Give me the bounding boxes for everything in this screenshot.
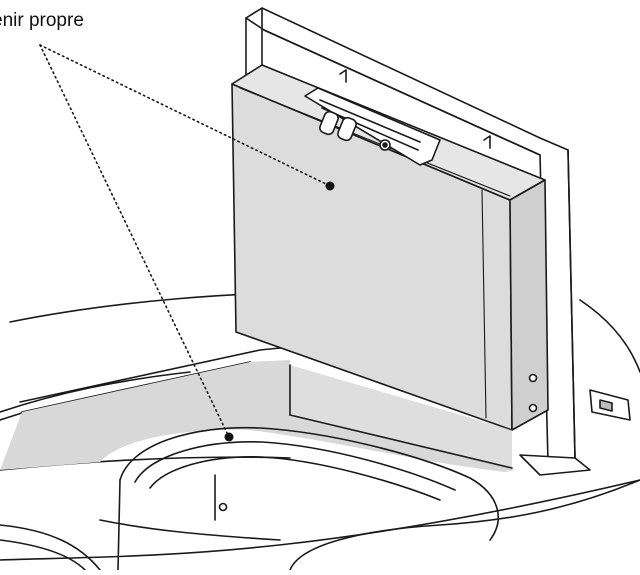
lid-shadow-bottom — [289, 414, 513, 469]
leader-line-to-lid — [39, 44, 329, 186]
callout-label: enir propre — [0, 10, 84, 31]
hinge-knuckle-2 — [337, 116, 357, 142]
lid-inner-surface-marker — [325, 181, 335, 191]
basin-floor-curve — [99, 519, 281, 541]
frame-pin-right — [483, 135, 491, 149]
lid-side-face — [509, 179, 549, 431]
lid-shadow — [290, 365, 512, 470]
housing-right-curve — [579, 299, 640, 373]
basin-wall-left — [117, 479, 121, 571]
tub-rim-left — [0, 411, 26, 421]
housing-outer-curve-lower — [0, 371, 191, 413]
basin-rim-marker — [224, 432, 234, 442]
housing-front-edge — [0, 479, 640, 561]
housing-right-lip — [289, 479, 640, 571]
lid-bevel-line — [481, 189, 487, 419]
lid-top-bevel — [239, 87, 511, 197]
hinge-frame-top-edge — [263, 29, 541, 156]
hinge-bar — [319, 99, 421, 143]
basin-opening-inner2 — [149, 456, 441, 501]
housing-front-lip2 — [0, 539, 86, 571]
hinge-screw-inner — [382, 142, 388, 148]
lid-bolt-upper — [528, 373, 538, 383]
hinge-bar2 — [321, 107, 419, 151]
basin-opening-inner — [134, 441, 456, 491]
side-panel-button — [599, 399, 613, 412]
basin-screw — [218, 502, 228, 512]
basin-opening — [119, 426, 499, 541]
housing-front-lip — [0, 524, 101, 571]
frame-pin-left — [339, 69, 347, 83]
leader-line-to-basin — [39, 44, 229, 436]
tub-inner-shadow — [0, 360, 515, 472]
hinge-knuckle-1 — [319, 110, 339, 136]
lid-bolt-lower — [528, 403, 538, 413]
hinge-frame-base — [519, 454, 591, 476]
hinge-frame-side — [567, 149, 576, 459]
